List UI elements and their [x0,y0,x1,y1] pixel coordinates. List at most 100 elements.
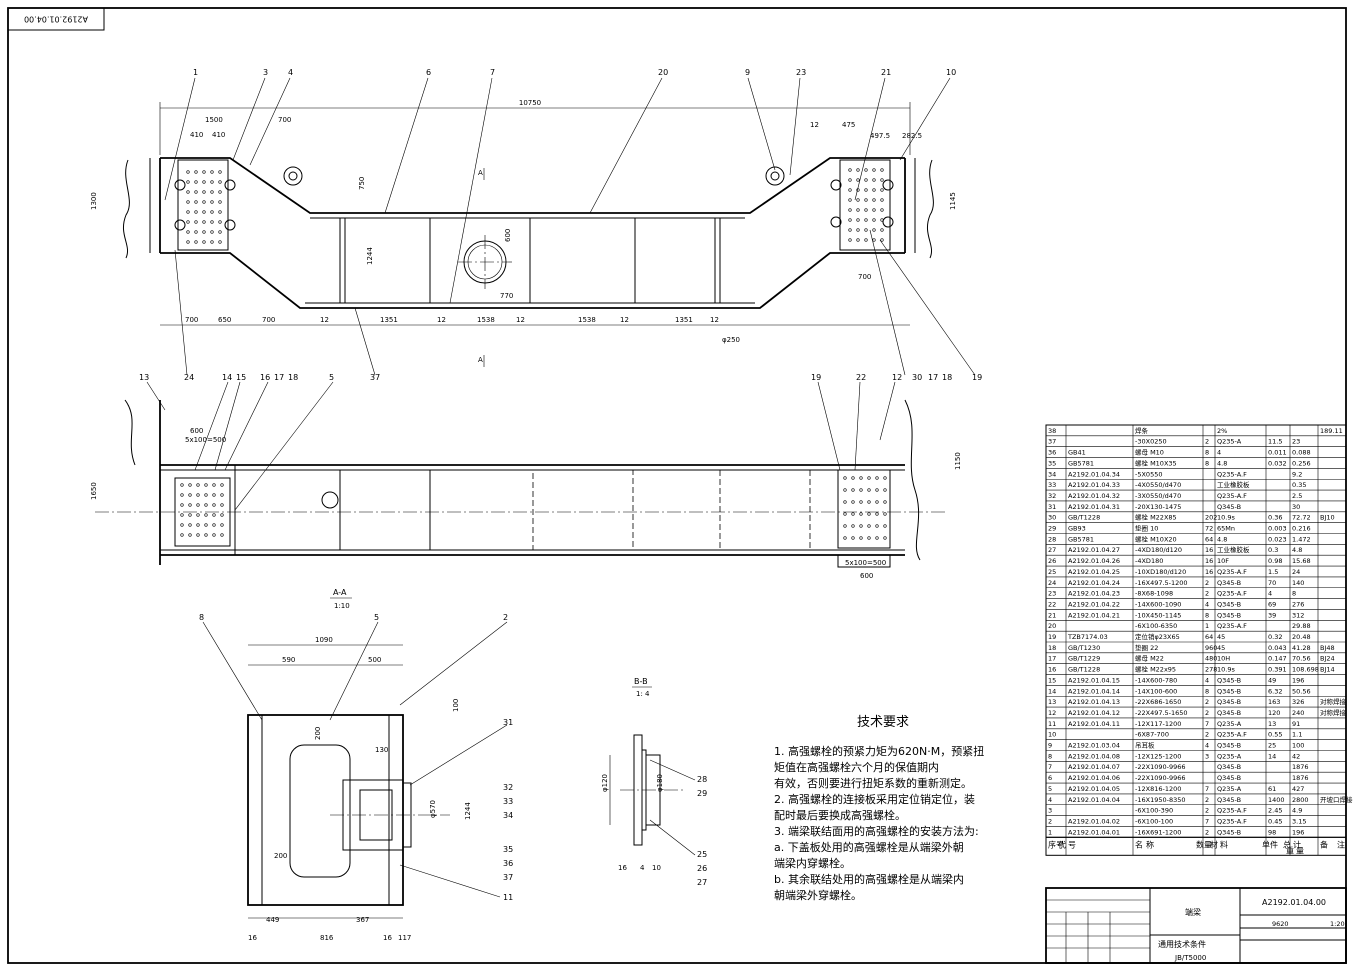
bom-cell: 278 [1205,666,1217,674]
bom-cell: 1876 [1292,763,1309,771]
bom-cell: 4.8 [1217,459,1227,467]
bom-cell: Q235-A.F [1217,807,1247,815]
part-name: 端梁 [1185,907,1201,917]
bom-cell: 0.023 [1268,535,1287,543]
bom-cell: 9.2 [1292,470,1302,478]
svg-text:1538: 1538 [477,316,495,324]
bom-cell: Q345-B [1217,828,1241,836]
bom-cell: 7 [1205,720,1209,728]
svg-text:35: 35 [503,845,513,854]
bom-cell: -8X68-1098 [1135,590,1173,598]
bom-cell: 13 [1268,720,1276,728]
bom-cell: 49 [1268,676,1276,684]
bom-cell: 50.56 [1292,687,1311,695]
part-balloons-aa [202,621,508,898]
bom-cell: -22X497.5-1650 [1135,709,1188,717]
bom-cell: -12X117-1200 [1135,720,1181,728]
svg-text:37: 37 [503,873,513,882]
bom-cell: 30 [1292,503,1300,511]
bom-cell: 189.11 [1320,427,1343,435]
bom-cell: 0.256 [1292,459,1311,467]
bom-cell: Q235-A [1217,720,1242,728]
bom-cell: Q235-A [1217,438,1242,446]
svg-text:117: 117 [398,934,411,942]
bom-header-cell: 件 [1270,839,1278,849]
requirement-line: 配时最后要换成高强螺栓。 [774,808,906,822]
svg-text:100: 100 [452,699,460,712]
svg-text:1150: 1150 [954,452,962,470]
svg-text:A: A [478,169,483,177]
svg-text:1244: 1244 [366,247,374,265]
bom-cell: 8 [1048,752,1052,760]
bom-cell: 0.391 [1268,666,1287,674]
bom-cell: 3.15 [1292,817,1306,825]
spec-text: 通用技术条件 [1158,939,1206,949]
bom-cell: 15.68 [1292,557,1311,565]
bom-cell: -16X497.5-1200 [1135,579,1188,587]
bom-cell: 3 [1205,752,1209,760]
svg-text:15: 15 [236,373,246,382]
svg-text:816: 816 [320,934,334,942]
bom-cell: 0.043 [1268,644,1287,652]
bom-cell: Q235-A.F [1217,590,1247,598]
bom-cell: 8 [1205,459,1209,467]
svg-text:30: 30 [912,373,922,382]
bom-cell: 10H [1217,655,1230,663]
bom-cell: 61 [1268,785,1276,793]
bom-cell: 33 [1048,481,1056,489]
bom-cell: 1.5 [1268,568,1278,576]
svg-text:17: 17 [274,373,284,382]
svg-text:770: 770 [500,292,513,300]
bom-cell: GB93 [1068,525,1086,533]
svg-text:17: 17 [928,373,938,382]
svg-text:32: 32 [503,783,513,792]
bom-cell: A2192.01.04.32 [1068,492,1120,500]
bom-cell: 螺栓 M10X20 [1135,534,1177,543]
bom-cell: A2192.01.04.21 [1068,611,1120,619]
svg-text:28: 28 [697,775,707,784]
bom-cell: 1 [1205,622,1209,630]
bom-cell: 吊耳板 [1135,741,1155,750]
bom-cell: A2192.01.04.15 [1068,676,1120,684]
svg-text:29: 29 [697,789,707,798]
bom-cell: 427 [1292,785,1304,793]
bom-cell: 7 [1205,817,1209,825]
svg-text:600: 600 [190,427,203,435]
bom-cell: -22X1090-9966 [1135,774,1186,782]
bom-cell: 29.88 [1292,622,1311,630]
bom-cell: A2192.01.03.04 [1068,742,1120,750]
part-balloons-bb [649,759,696,856]
bom-cell: BJ10 [1320,514,1335,522]
requirement-line: 端梁内穿螺栓。 [774,856,851,870]
requirement-line: b. 其余联结处用的高强螺栓是从端梁内 [774,872,964,886]
bom-cell: 38 [1048,427,1056,435]
bom-cell: 2 [1205,438,1209,446]
bom-cell: -5X0550 [1135,470,1162,478]
svg-text:26: 26 [697,864,707,873]
bom-header-cell: 计 [1293,839,1301,849]
bom-cell: 7 [1205,785,1209,793]
title-block: 端梁 A2192.01.04.00 通用技术条件 JB/T5000 9620 1… [1045,887,1347,964]
bom-cell: 19 [1048,633,1056,641]
bom-cell: 140 [1292,579,1304,587]
bom-cell: Q235-A [1217,752,1242,760]
svg-text:282.5: 282.5 [902,132,922,140]
bom-cell: -6X87-700 [1135,731,1169,739]
bom-cell: A2192.01.04.11 [1068,720,1120,728]
svg-text:18: 18 [942,373,952,382]
overall-length-label: 10750 [519,99,541,107]
svg-text:12: 12 [710,316,719,324]
bom-cell: 工业橡胶板 [1217,545,1250,554]
bom-cell: 3 [1048,807,1052,815]
section-aa-title: A-A [333,588,347,597]
part-balloons-front [146,381,896,511]
svg-text:200: 200 [274,852,287,860]
bom-cell: 4 [1048,796,1052,804]
bom-cell: 1.1 [1292,731,1302,739]
section-bb-scale: 1: 4 [636,690,650,698]
bom-cell: 4.8 [1292,546,1302,554]
bom-cell: A2192.01.04.14 [1068,687,1120,695]
bom-cell: -30X0250 [1135,438,1167,446]
bom-cell: 对称焊接 [1320,697,1347,706]
svg-text:25: 25 [697,850,707,859]
